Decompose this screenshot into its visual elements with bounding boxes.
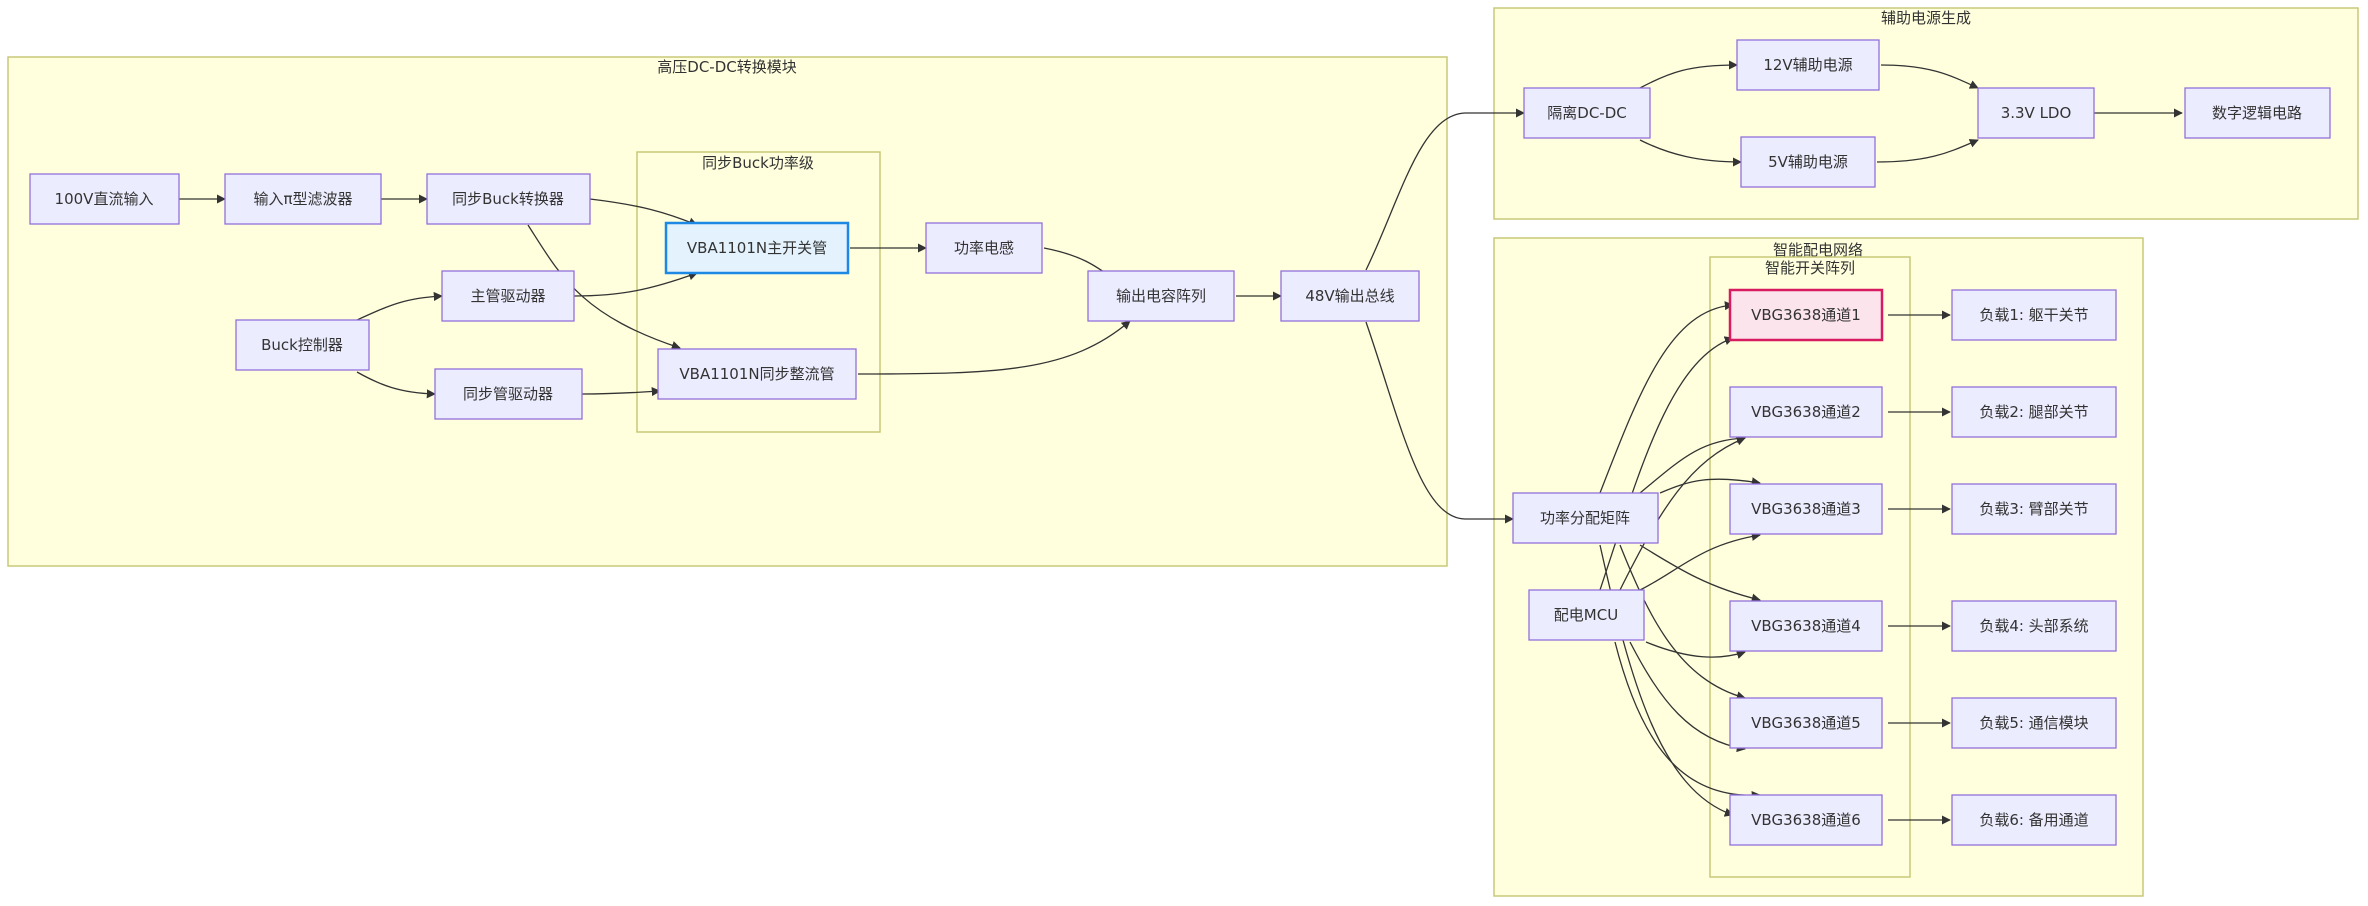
node-isolated-dcdc: 隔离DC-DC — [1523, 87, 1651, 139]
node-5v-aux: 5V辅助电源 — [1740, 136, 1876, 188]
node-main-switch: VBA1101N主开关管 — [664, 221, 850, 275]
edge-mcu-ch3 — [1639, 531, 1761, 591]
node-output-cap-array-label: 输出电容阵列 — [1116, 287, 1206, 305]
edge-matrix-ch1 — [1599, 301, 1734, 494]
node-12v-aux-label: 12V辅助电源 — [1763, 56, 1852, 74]
node-sync-driver: 同步管驱动器 — [434, 368, 583, 420]
node-channel-4: VBG3638通道4 — [1729, 600, 1883, 652]
node-digital-logic-label: 数字逻辑电路 — [2212, 104, 2302, 122]
node-channel-4-label: VBG3638通道4 — [1751, 617, 1861, 635]
node-load-5-label: 负载5: 通信模块 — [1979, 714, 2088, 732]
node-load-6-label: 负载6: 备用通道 — [1979, 811, 2088, 829]
node-load-5: 负载5: 通信模块 — [1951, 697, 2117, 749]
edge-syncdriver-syncrect — [581, 387, 661, 397]
node-channel-1-label: VBG3638通道1 — [1751, 306, 1861, 324]
node-power-inductor: 功率电感 — [925, 222, 1043, 274]
node-load-2: 负载2: 腿部关节 — [1951, 386, 2117, 438]
cluster-switch-array: 智能开关阵列 — [1709, 256, 1911, 878]
edge-syncrect-caparray — [857, 320, 1131, 375]
node-channel-6-label: VBG3638通道6 — [1751, 811, 1861, 829]
edge-isodcdc-5v — [1639, 139, 1742, 167]
node-100v-input-label: 100V直流输入 — [55, 190, 154, 208]
edge-bus48-isodcdc — [1365, 108, 1525, 271]
node-3v3-ldo-label: 3.3V LDO — [2001, 104, 2072, 122]
node-load-4-label: 负载4: 头部系统 — [1979, 617, 2088, 635]
edge-maindriver-mainswitch — [573, 271, 698, 297]
node-buck-controller-label: Buck控制器 — [261, 336, 343, 354]
edge-syncbuck-syncrect — [527, 224, 681, 350]
edges — [179, 60, 2183, 825]
node-power-inductor-label: 功率电感 — [954, 239, 1014, 257]
edge-ctrl-syncdriver — [356, 371, 436, 399]
node-load-1-label: 负载1: 躯干关节 — [1979, 306, 2088, 324]
edge-matrix-ch2 — [1639, 433, 1746, 494]
node-channel-2-label: VBG3638通道2 — [1751, 403, 1861, 421]
node-load-6: 负载6: 备用通道 — [1951, 794, 2117, 846]
node-channel-1: VBG3638通道1 — [1728, 288, 1884, 342]
cluster-switch-array-title: 智能开关阵列 — [1765, 259, 1855, 277]
node-power-matrix: 功率分配矩阵 — [1512, 492, 1659, 544]
node-load-4: 负载4: 头部系统 — [1951, 600, 2117, 652]
node-load-3-label: 负载3: 臂部关节 — [1979, 500, 2088, 518]
node-3v3-ldo: 3.3V LDO — [1977, 87, 2095, 139]
edge-ctrl-maindriver — [356, 291, 443, 321]
edge-mcu-ch1 — [1599, 336, 1734, 591]
node-48v-bus: 48V输出总线 — [1280, 270, 1420, 322]
node-48v-bus-label: 48V输出总线 — [1305, 287, 1394, 305]
edge-mcu-ch2 — [1619, 436, 1746, 591]
edge-syncbuck-mainswitch — [589, 198, 698, 227]
edge-mcu-ch6 — [1614, 641, 1761, 801]
node-main-driver: 主管驱动器 — [441, 270, 575, 322]
node-5v-aux-label: 5V辅助电源 — [1768, 153, 1848, 171]
node-main-driver-label: 主管驱动器 — [470, 287, 545, 305]
node-sync-buck-converter: 同步Buck转换器 — [426, 173, 591, 225]
node-100v-input: 100V直流输入 — [29, 173, 180, 225]
node-distribution-mcu-label: 配电MCU — [1554, 606, 1618, 624]
node-sync-rectifier: VBA1101N同步整流管 — [657, 348, 857, 400]
edge-isodcdc-12v — [1639, 60, 1738, 89]
node-load-3: 负载3: 臂部关节 — [1951, 483, 2117, 535]
node-channel-3: VBG3638通道3 — [1729, 483, 1883, 535]
node-buck-controller: Buck控制器 — [235, 319, 370, 371]
node-load-2-label: 负载2: 腿部关节 — [1979, 403, 2088, 421]
cluster-power-distribution-title: 智能配电网络 — [1773, 241, 1863, 259]
node-channel-2: VBG3638通道2 — [1729, 386, 1883, 438]
edge-matrix-ch5 — [1619, 544, 1746, 701]
node-sync-rectifier-label: VBA1101N同步整流管 — [679, 365, 834, 383]
node-channel-3-label: VBG3638通道3 — [1751, 500, 1861, 518]
node-distribution-mcu: 配电MCU — [1528, 589, 1645, 641]
edge-12v-ldo — [1880, 64, 1979, 89]
node-output-cap-array: 输出电容阵列 — [1087, 270, 1235, 322]
cluster-sync-buck-stage-title: 同步Buck功率级 — [702, 154, 814, 172]
edge-5v-ldo — [1876, 139, 1979, 163]
node-digital-logic: 数字逻辑电路 — [2184, 87, 2331, 139]
node-isolated-dcdc-label: 隔离DC-DC — [1547, 104, 1626, 122]
node-channel-6: VBG3638通道6 — [1729, 794, 1883, 846]
node-channel-5: VBG3638通道5 — [1729, 697, 1883, 749]
edge-bus48-matrix — [1365, 321, 1514, 524]
node-sync-buck-converter-label: 同步Buck转换器 — [452, 190, 564, 208]
edge-mcu-ch4 — [1645, 641, 1746, 659]
node-channel-5-label: VBG3638通道5 — [1751, 714, 1861, 732]
node-pi-filter: 输入π型滤波器 — [224, 173, 382, 225]
cluster-hv-dcdc-title: 高压DC-DC转换模块 — [657, 58, 796, 76]
node-12v-aux: 12V辅助电源 — [1736, 39, 1880, 91]
edge-matrix-ch4 — [1639, 544, 1761, 603]
node-main-switch-label: VBA1101N主开关管 — [687, 239, 827, 257]
edge-mcu-ch5 — [1629, 641, 1746, 753]
node-pi-filter-label: 输入π型滤波器 — [253, 190, 352, 208]
node-power-matrix-label: 功率分配矩阵 — [1540, 509, 1630, 527]
edge-matrix-ch3 — [1659, 477, 1761, 494]
node-load-1: 负载1: 躯干关节 — [1951, 289, 2117, 341]
cluster-aux-power-title: 辅助电源生成 — [1881, 9, 1971, 27]
node-sync-driver-label: 同步管驱动器 — [463, 385, 553, 403]
